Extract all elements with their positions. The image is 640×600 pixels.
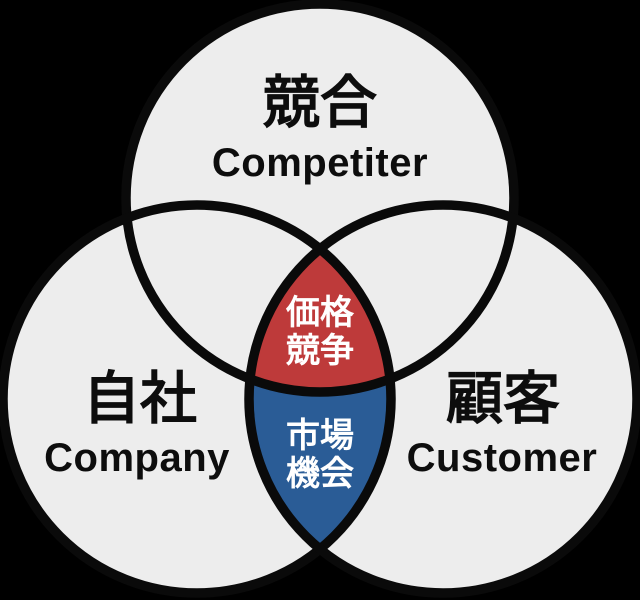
competitor-circle-outline xyxy=(121,0,519,397)
company-label-en: Company xyxy=(44,436,230,480)
price-competition-label-line2: 競争 xyxy=(285,332,354,370)
price-competition-region xyxy=(250,249,390,393)
market-opportunity-label-line1: 市場 xyxy=(286,417,354,455)
competitor-label-ja: 競合 xyxy=(262,71,378,135)
price-competition-label-line1: 価格 xyxy=(285,294,355,332)
competitor-label-en: Competiter xyxy=(212,141,428,185)
company-label-ja: 自社 xyxy=(83,367,197,431)
customer-label-en: Customer xyxy=(407,436,598,480)
market-opportunity-label-line2: 機会 xyxy=(286,455,354,493)
customer-circle-outline xyxy=(244,200,640,598)
company-circle-outline xyxy=(0,200,396,598)
customer-label-ja: 顧客 xyxy=(446,367,560,431)
